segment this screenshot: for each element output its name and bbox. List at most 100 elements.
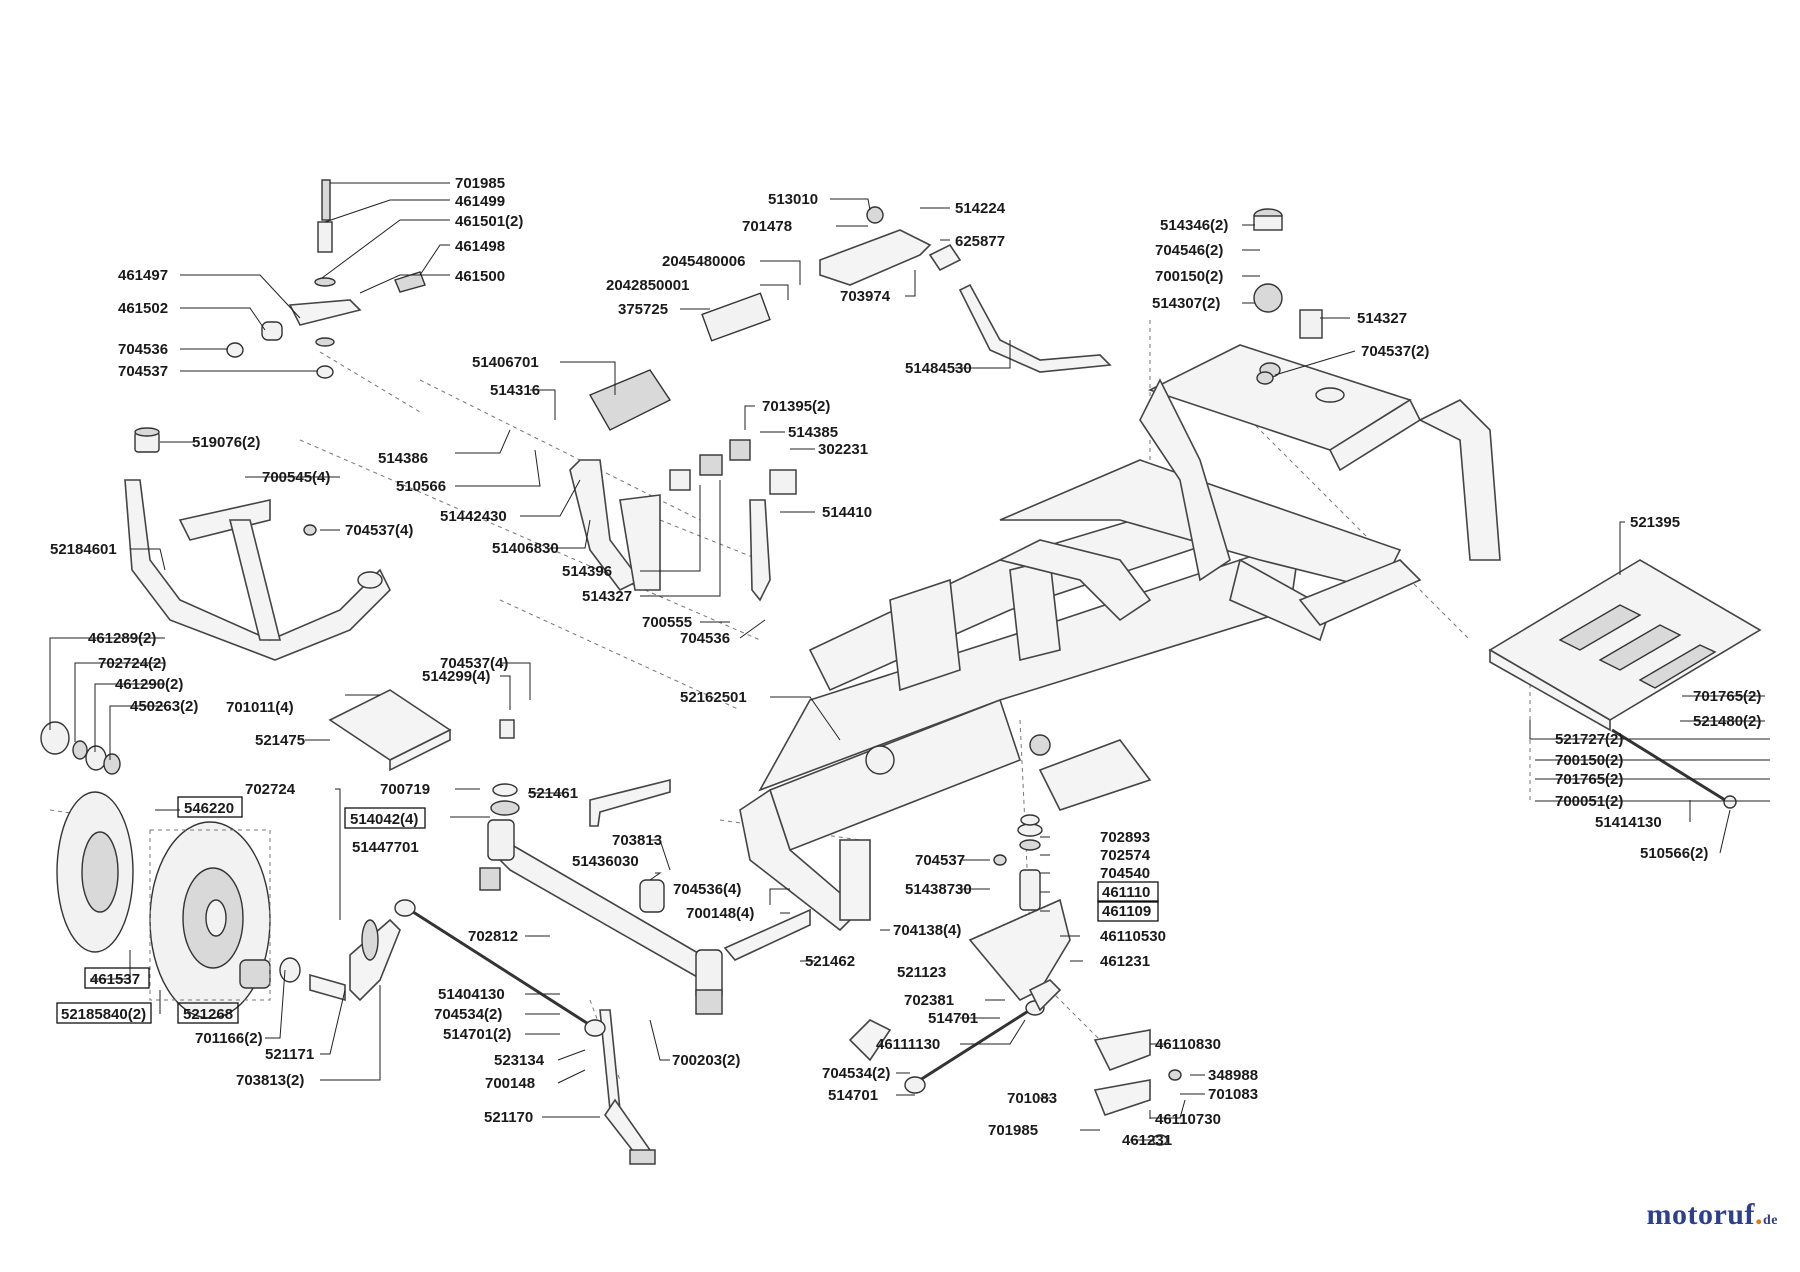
label-700150-b: 700150(2) — [1555, 752, 1623, 769]
label-700148-4: 700148(4) — [686, 905, 754, 922]
label-51406701: 51406701 — [472, 354, 539, 371]
label-514701-c: 514701 — [828, 1087, 878, 1104]
part-labels: 701985 461499 461501(2) 461498 461500 46… — [50, 175, 1761, 1149]
label-704534-2-b: 704534(2) — [822, 1065, 890, 1082]
label-51414130: 51414130 — [1595, 814, 1662, 831]
label-701765-a: 701765(2) — [1693, 688, 1761, 705]
label-450263: 450263(2) — [130, 698, 198, 715]
label-702381: 702381 — [904, 992, 954, 1009]
label-704540: 704540 — [1100, 865, 1150, 882]
label-521395: 521395 — [1630, 514, 1680, 531]
label-521480: 521480(2) — [1693, 713, 1761, 730]
label-521461: 521461 — [528, 785, 578, 802]
brand-dot: . — [1755, 1198, 1763, 1231]
label-514327-b: 514327 — [582, 588, 632, 605]
label-704534-2: 704534(2) — [434, 1006, 502, 1023]
label-703813: 703813 — [612, 832, 662, 849]
label-702812: 702812 — [468, 928, 518, 945]
label-461537: 461537 — [90, 971, 140, 988]
label-461497: 461497 — [118, 267, 168, 284]
front-bumper — [124, 427, 391, 661]
label-625877: 625877 — [955, 233, 1005, 250]
label-52185840: 52185840(2) — [61, 1006, 146, 1023]
label-514042: 514042(4) — [350, 811, 418, 828]
label-521170: 521170 — [484, 1109, 533, 1126]
label-521268: 521268 — [183, 1006, 233, 1023]
label-461501: 461501(2) — [455, 213, 523, 230]
label-513010: 513010 — [768, 191, 818, 208]
label-521475: 521475 — [255, 732, 305, 749]
label-701765-b: 701765(2) — [1555, 771, 1623, 788]
label-302231: 302231 — [818, 441, 868, 458]
label-704536-b: 704536 — [680, 630, 730, 647]
label-514396: 514396 — [562, 563, 612, 580]
label-521462: 521462 — [805, 953, 855, 970]
seat-plate — [1488, 559, 1762, 732]
label-461498: 461498 — [455, 238, 505, 255]
front-axle — [309, 778, 811, 1165]
label-461502: 461502 — [118, 300, 168, 317]
label-701478: 701478 — [742, 218, 792, 235]
label-461110: 461110 — [1102, 884, 1150, 901]
label-461499: 461499 — [455, 193, 505, 210]
label-704537-4: 704537(4) — [345, 522, 413, 539]
label-702893: 702893 — [1100, 829, 1150, 846]
label-701083-b: 701083 — [1208, 1086, 1258, 1103]
label-514327: 514327 — [1357, 310, 1407, 327]
brand-logo: motoruf.de — [1647, 1198, 1778, 1232]
label-52184601: 52184601 — [50, 541, 117, 558]
label-702724: 702724 — [245, 781, 296, 798]
label-514307: 514307(2) — [1152, 295, 1220, 312]
label-348988: 348988 — [1208, 1067, 1258, 1084]
label-521727: 521727(2) — [1555, 731, 1623, 748]
label-461231-b: 461231 — [1122, 1132, 1172, 1149]
label-510566: 510566 — [396, 478, 446, 495]
label-704536-4: 704536(4) — [673, 881, 741, 898]
label-51442430: 51442430 — [440, 508, 507, 525]
label-701011: 701011(4) — [226, 699, 294, 716]
label-514224: 514224 — [955, 200, 1006, 217]
label-461500: 461500 — [455, 268, 505, 285]
label-704537-e: 704537 — [915, 852, 965, 869]
label-boxes — [56, 796, 1159, 1024]
label-461290: 461290(2) — [115, 676, 183, 693]
label-514410: 514410 — [822, 504, 872, 521]
label-514701-2: 514701(2) — [443, 1026, 511, 1043]
label-703974: 703974 — [840, 288, 891, 305]
label-700150: 700150(2) — [1155, 268, 1223, 285]
label-46110730: 46110730 — [1155, 1111, 1221, 1128]
label-701985-b: 701985 — [988, 1122, 1038, 1139]
label-700555: 700555 — [642, 614, 692, 631]
label-514346: 514346(2) — [1160, 217, 1228, 234]
label-461231: 461231 — [1100, 953, 1150, 970]
label-704537: 704537 — [118, 363, 168, 380]
label-514299: 514299(4) — [422, 668, 490, 685]
label-51484530: 51484530 — [905, 360, 972, 377]
label-514316: 514316 — [490, 382, 540, 399]
label-51447701: 51447701 — [352, 839, 419, 856]
label-701166: 701166(2) — [195, 1030, 263, 1047]
label-703813-2: 703813(2) — [236, 1072, 304, 1089]
label-704536: 704536 — [118, 341, 168, 358]
label-700051: 700051(2) — [1555, 793, 1623, 810]
label-704546: 704546(2) — [1155, 242, 1223, 259]
label-702574: 702574 — [1100, 847, 1151, 864]
rear-rod — [1611, 728, 1737, 809]
label-700203: 700203(2) — [672, 1052, 740, 1069]
label-375725: 375725 — [618, 301, 668, 318]
label-461109: 461109 — [1102, 903, 1151, 920]
label-700148: 700148 — [485, 1075, 535, 1092]
label-51406830: 51406830 — [492, 540, 559, 557]
label-461289: 461289(2) — [88, 630, 156, 647]
label-52162501: 52162501 — [680, 689, 747, 706]
label-704138: 704138(4) — [893, 922, 961, 939]
label-700719: 700719 — [380, 781, 430, 798]
label-702724-2: 702724(2) — [98, 655, 166, 672]
brand-tld: de — [1763, 1213, 1778, 1228]
label-514701-b: 514701 — [928, 1010, 978, 1027]
label-514385: 514385 — [788, 424, 838, 441]
label-46110530: 46110530 — [1100, 928, 1166, 945]
label-46111130: 46111130 — [876, 1036, 940, 1053]
front-wheel — [40, 721, 301, 1019]
